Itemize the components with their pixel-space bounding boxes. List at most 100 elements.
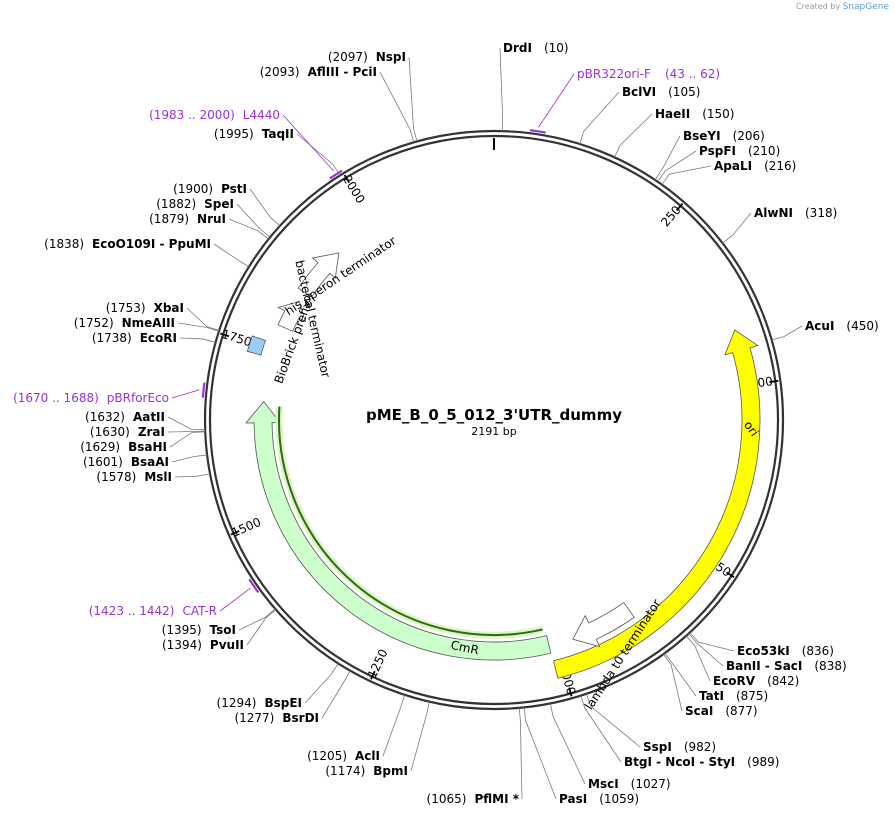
enzyme-site-pspfi[interactable]: PspFI(210) <box>699 144 780 158</box>
enzyme-site-drdi[interactable]: DrdI(10) <box>503 41 569 55</box>
enzyme-position-bsaai: (1601) <box>83 455 123 469</box>
enzyme-leader-haeii <box>614 113 653 158</box>
primer-range-l4440: (1983 .. 2000) <box>149 108 235 122</box>
enzyme-site-zrai[interactable]: ZraI(1630) <box>90 425 165 439</box>
enzyme-name-tati: TatI <box>699 689 724 703</box>
enzyme-site-spei[interactable]: SpeI(1882) <box>156 197 234 211</box>
enzyme-name-pvuii: PvuII <box>210 638 244 652</box>
enzyme-site-bclvi[interactable]: BclVI(105) <box>622 85 700 99</box>
enzyme-site-nmeaiii[interactable]: NmeAIII(1752) <box>74 316 175 330</box>
enzyme-position-zrai: (1630) <box>90 425 130 439</box>
enzyme-site-xbai[interactable]: XbaI(1753) <box>106 301 184 315</box>
primer-cat-r[interactable]: CAT-R(1423 .. 1442) <box>89 604 217 618</box>
enzyme-name-haeii: HaeII <box>655 107 690 121</box>
primer-arc-l4440[interactable] <box>329 169 343 180</box>
enzyme-leader-bsahi <box>169 431 206 448</box>
enzyme-site-psti[interactable]: PstI(1900) <box>173 182 247 196</box>
primer-l4440[interactable]: L4440(1983 .. 2000) <box>149 108 280 122</box>
enzyme-name-bspei: BspEI <box>264 696 302 710</box>
enzyme-site-tsoi[interactable]: TsoI (1395) <box>162 623 236 637</box>
enzyme-site-tati[interactable]: TatI (875) <box>699 689 768 703</box>
feature-lambda-t0-terminator[interactable] <box>572 602 635 648</box>
enzyme-site-bpmi[interactable]: BpmI(1174) <box>325 764 408 778</box>
enzyme-site-sspi[interactable]: SspI (982) <box>643 740 716 754</box>
enzyme-position-pvuii: (1394) <box>162 638 202 652</box>
enzyme-name-btgi-ncoi-styi: BtgI - NcoI - StyI <box>624 755 735 769</box>
enzyme-site-bsrdi[interactable]: BsrDI(1277) <box>234 711 319 725</box>
enzyme-site-acli[interactable]: AclI(1205) <box>307 749 380 763</box>
enzyme-site-haeii[interactable]: HaeII(150) <box>655 107 735 121</box>
enzyme-site-bspei[interactable]: BspEI(1294) <box>217 696 302 710</box>
enzyme-site-acui[interactable]: AcuI(450) <box>805 319 879 333</box>
enzyme-site-msli[interactable]: MslI(1578) <box>96 470 172 484</box>
feature-his-operon-terminator[interactable] <box>297 252 340 298</box>
enzyme-name-bsaai: BsaAI <box>131 455 169 469</box>
enzyme-site-afliii-pcii[interactable]: AflIII - PciI(2093) <box>260 65 377 79</box>
scale-tick-2000 <box>343 174 350 184</box>
enzyme-position-bclvi: (105) <box>668 85 700 99</box>
enzyme-position-nspi: (2097) <box>328 50 368 64</box>
primer-pbrforeco[interactable]: pBRforEco (1670 .. 1688) <box>13 391 169 405</box>
enzyme-name-psti: PstI <box>221 182 247 196</box>
enzyme-site-apali[interactable]: ApaLI(216) <box>714 159 796 173</box>
enzyme-name-bseyi: BseYI <box>683 129 721 143</box>
enzyme-position-drdi: (10) <box>544 41 569 55</box>
primer-arc-pbrforeco[interactable] <box>201 382 206 398</box>
enzyme-leader-bclvi <box>579 91 620 145</box>
enzyme-position-pflmi: (1065) <box>427 792 467 806</box>
enzyme-site-bsahi[interactable]: BsaHI(1629) <box>80 440 167 454</box>
enzyme-site-ecorv[interactable]: EcoRV(842) <box>713 674 799 688</box>
backbone-outer-strand <box>203 129 785 711</box>
enzyme-name-sspi: SspI <box>643 740 672 754</box>
enzyme-site-aatii[interactable]: AatII(1632) <box>85 410 165 424</box>
enzyme-site-pasi[interactable]: PasI(1059) <box>559 792 639 806</box>
enzyme-position-spei: (1882) <box>156 197 196 211</box>
enzyme-site-bseyi[interactable]: BseYI(206) <box>683 129 765 143</box>
primer-arc-cat-r[interactable] <box>248 578 260 594</box>
enzyme-name-pasi: PasI <box>559 792 587 806</box>
enzyme-site-ecoo109i-ppumi[interactable]: EcoO109I - PpuMI(1838) <box>44 237 211 251</box>
enzyme-leader-msci <box>550 703 586 785</box>
enzyme-position-msci: (1027) <box>631 777 671 791</box>
feature-ori[interactable] <box>553 329 761 679</box>
enzyme-position-afliii-pcii: (2093) <box>260 65 300 79</box>
enzyme-site-bsaai[interactable]: BsaAI (1601) <box>83 455 169 469</box>
enzyme-name-tsoi: TsoI <box>210 623 236 637</box>
primer-pbr322ori-f[interactable]: pBR322ori-F(43 .. 62) <box>577 67 720 81</box>
enzyme-name-ecoo109i-ppumi: EcoO109I - PpuMI <box>92 237 211 251</box>
enzyme-position-sspi: (982) <box>684 740 716 754</box>
enzyme-position-tsoi: (1395) <box>162 623 202 637</box>
enzyme-site-pflmi[interactable]: PflMI *(1065) <box>427 792 520 806</box>
enzyme-site-nspi[interactable]: NspI(2097) <box>328 50 406 64</box>
enzyme-site-alwni[interactable]: AlwNI(318) <box>754 206 837 220</box>
enzyme-leader-banii-saci <box>688 633 724 667</box>
primer-name-pbr322ori-f: pBR322ori-F <box>577 67 651 81</box>
enzyme-name-msli: MslI <box>144 470 172 484</box>
scale-tick-500 <box>769 379 779 383</box>
feature-bacterial-terminator[interactable] <box>277 300 307 332</box>
feature-cmr[interactable] <box>245 401 552 661</box>
enzyme-leader-afliii-pcii <box>379 71 415 143</box>
enzyme-name-nrui: NruI <box>197 212 226 226</box>
enzyme-name-pspfi: PspFI <box>699 144 736 158</box>
enzyme-site-msci[interactable]: MscI(1027) <box>588 777 671 791</box>
enzyme-site-taqii[interactable]: TaqII(1995) <box>214 127 294 141</box>
enzyme-site-banii-saci[interactable]: BanII - SacI(838) <box>726 659 847 673</box>
feature-biobrick-prefix[interactable] <box>246 335 266 356</box>
enzyme-site-nrui[interactable]: NruI(1879) <box>149 212 226 226</box>
enzyme-site-btgi-ncoi-styi[interactable]: BtgI - NcoI - StyI(989) <box>624 755 779 769</box>
enzyme-leader-bseyi <box>654 135 681 181</box>
enzyme-leader-bspei <box>304 663 339 704</box>
enzyme-leader-acui <box>771 325 803 341</box>
enzyme-site-pvuii[interactable]: PvuII (1394) <box>162 638 244 652</box>
enzyme-leader-pasi <box>523 707 557 800</box>
enzyme-position-tati: (875) <box>736 689 768 703</box>
enzyme-site-eco53ki[interactable]: Eco53kI(836) <box>737 644 834 658</box>
enzyme-leader-bsaai <box>171 454 208 463</box>
enzyme-site-scai[interactable]: ScaI(877) <box>685 704 758 718</box>
primer-range-pbrforeco: (1670 .. 1688) <box>13 391 99 405</box>
enzyme-position-bsrdi: (1277) <box>234 711 274 725</box>
enzyme-site-ecori[interactable]: EcoRI(1738) <box>92 331 177 345</box>
primer-arc-pbr322ori-f[interactable] <box>529 129 546 134</box>
primer-name-pbrforeco: pBRforEco <box>107 391 169 405</box>
